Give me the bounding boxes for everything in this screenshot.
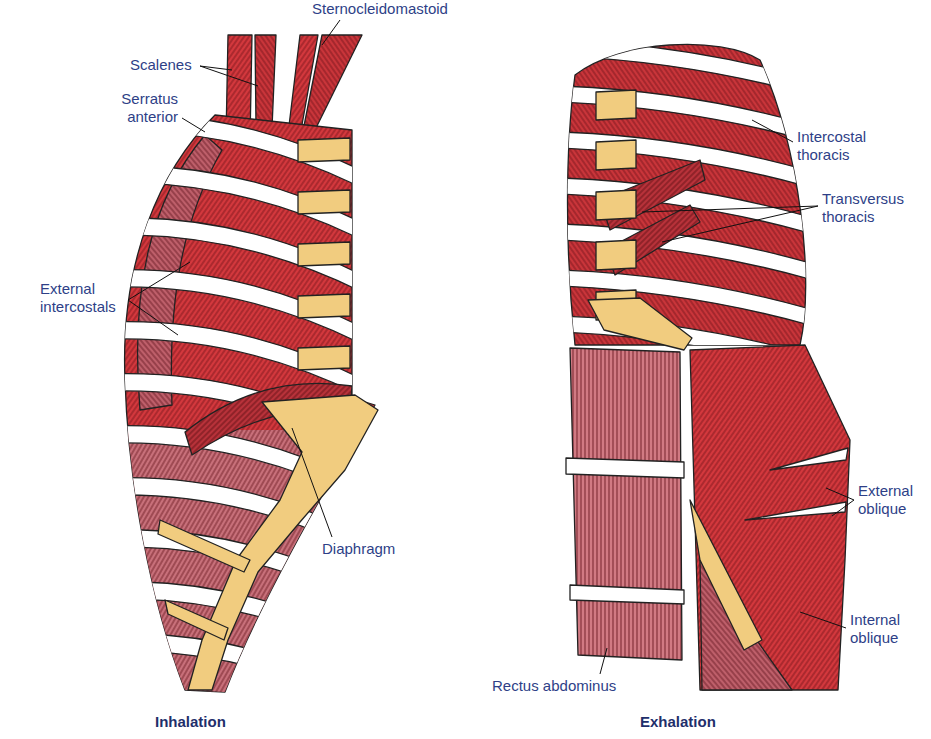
muscle-label: Intercostal thoracis xyxy=(797,128,897,164)
leader-line xyxy=(128,262,190,300)
sternum-segment xyxy=(298,242,350,266)
sternum-segment xyxy=(298,294,350,318)
rectus-abdominus-muscle xyxy=(570,348,682,660)
leader-line xyxy=(322,20,340,45)
leader-line xyxy=(642,206,818,212)
aponeurosis xyxy=(690,500,762,650)
leader-line xyxy=(662,206,818,242)
muscle-label: External intercostals xyxy=(40,280,125,316)
leader-line xyxy=(826,488,854,500)
scalene-muscle xyxy=(255,35,276,128)
muscle-label: Serratus anterior xyxy=(100,90,178,126)
muscle-label: Sternocleidomastoid xyxy=(312,0,448,18)
sternum-segment xyxy=(596,240,636,270)
figure-caption: Inhalation xyxy=(155,713,226,731)
leader-lines xyxy=(128,20,854,674)
tendinous-intersection xyxy=(566,458,684,478)
muscle-label: Scalenes xyxy=(130,56,192,74)
external-oblique-muscle xyxy=(690,345,850,690)
muscle-label: Internal oblique xyxy=(850,611,920,647)
costal-cartilage xyxy=(158,520,250,572)
tendinous-intersection xyxy=(570,585,684,604)
leader-line xyxy=(800,612,846,628)
muscle-label: Transversus thoracis xyxy=(822,190,922,226)
sternum-segment xyxy=(596,190,636,220)
inhalation-figure xyxy=(90,35,400,710)
cage-interior xyxy=(90,114,400,710)
muscle-label: Rectus abdominus xyxy=(492,677,616,695)
sternum-segment xyxy=(298,346,350,370)
figure-caption: Exhalation xyxy=(640,713,716,731)
costal-cartilage xyxy=(588,298,692,350)
leader-line xyxy=(200,66,258,86)
muscle-slit xyxy=(745,502,846,520)
leader-line xyxy=(600,648,607,674)
muscle-label: Diaphragm xyxy=(322,540,395,558)
sternum-segment xyxy=(596,90,636,120)
sternocleidomastoid-muscle xyxy=(302,35,362,136)
sternum-segment xyxy=(298,190,350,214)
leader-line xyxy=(832,500,854,516)
leader-line xyxy=(128,300,178,335)
leader-line xyxy=(292,428,332,537)
sternum-segment xyxy=(298,138,350,162)
costal-cartilage xyxy=(165,600,228,640)
leader-line xyxy=(182,118,205,132)
leader-line xyxy=(752,120,793,142)
sternum-segment xyxy=(596,140,636,170)
muscle-label: External oblique xyxy=(858,482,924,518)
muscle-slit xyxy=(770,448,848,470)
